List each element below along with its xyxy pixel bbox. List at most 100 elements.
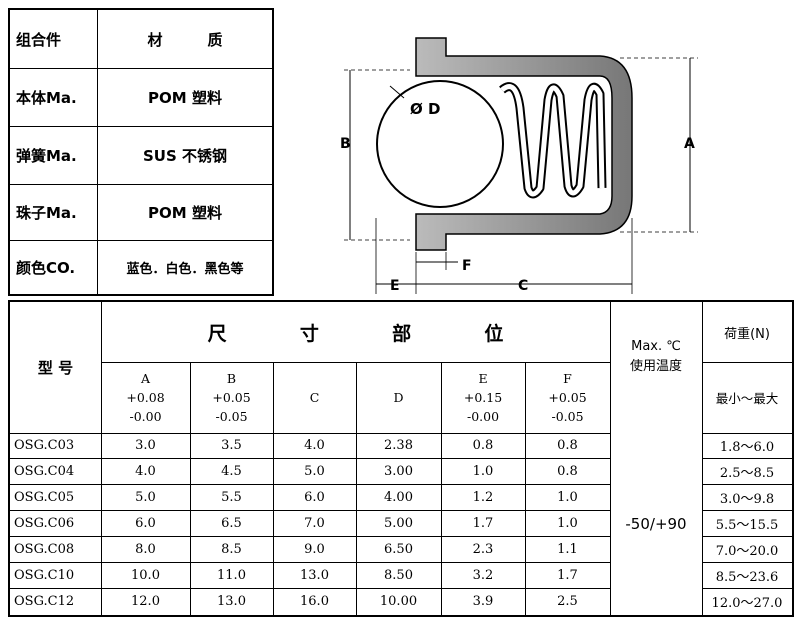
table-cell-c: 13.0	[300, 567, 329, 583]
dimension-header: 尺 寸 部 位	[101, 302, 610, 362]
table-cell-f: 0.8	[557, 438, 578, 453]
table-cell-model: OSG.C08	[14, 541, 75, 557]
material-header: 材 质	[147, 30, 223, 49]
table-cell-f: 0.8	[557, 463, 578, 479]
dim-label-c: C	[518, 278, 528, 294]
table-cell-model: OSG.C06	[14, 515, 75, 531]
material-value: 蓝色．白色．黑色等	[126, 262, 244, 277]
load-header: 荷重(N)	[724, 326, 770, 342]
table-cell-b: 13.0	[217, 594, 246, 609]
table-cell-d: 3.00	[384, 463, 413, 479]
table-cell-model: OSG.C10	[14, 567, 75, 583]
table-cell-a: 3.0	[135, 438, 156, 453]
table-cell-load: 2.5～8.5	[719, 465, 775, 481]
dimension-header-char: 位	[484, 322, 504, 345]
table-cell-b: 6.5	[221, 515, 242, 531]
column-header-a: A+0.08-0.00	[126, 371, 165, 424]
table-cell-load: 1.8～6.0	[719, 440, 775, 455]
table-cell-d: 8.50	[384, 567, 413, 583]
body-shell	[415, 37, 633, 251]
table-cell-a: 8.0	[135, 541, 156, 557]
table-cell-c: 6.0	[304, 489, 325, 505]
material-table: 组合件 材 质 本体Ma. POM 塑料 弹簧Ma. SUS 不锈钢 珠子Ma.…	[8, 8, 274, 296]
material-row: 珠子Ma. POM 塑料	[10, 185, 272, 240]
table-cell-f: 1.0	[557, 515, 578, 531]
dim-label-f: F	[462, 258, 472, 274]
table-cell-a: 10.0	[131, 567, 160, 583]
table-cell-c: 9.0	[304, 541, 325, 557]
material-row: 本体Ma. POM 塑料	[10, 69, 272, 126]
dimension-header-char: 尺	[207, 322, 227, 345]
table-cell-d: 2.38	[384, 438, 413, 453]
table-cell-f: 1.1	[557, 541, 578, 557]
material-row: 颜色CO. 蓝色．白色．黑色等	[10, 241, 272, 294]
table-cell-b: 11.0	[217, 567, 246, 583]
temperature-header: Max. ℃ 使用温度	[610, 322, 702, 392]
dim-label-a: A	[684, 136, 695, 152]
table-cell-load: 8.5～23.6	[715, 569, 779, 585]
table-cell-e: 1.2	[472, 489, 494, 505]
table-cell-model: OSG.C04	[14, 463, 75, 479]
load-subheader: 最小～最大	[715, 391, 779, 406]
table-cell-f: 1.7	[557, 567, 578, 583]
table-cell-model: OSG.C03	[14, 438, 75, 453]
table-cell-a: 12.0	[131, 594, 160, 609]
column-header-f: F+0.05-0.05	[548, 371, 587, 424]
column-header-c: C	[309, 390, 320, 405]
spec-table: 型 号 尺 寸 部 位 Max. ℃ 使用温度 荷重(N) 最小～最大 A+0.…	[8, 300, 794, 617]
table-cell-a: 6.0	[135, 515, 156, 531]
table-cell-model: OSG.C05	[14, 489, 75, 505]
dim-label-b: B	[340, 136, 351, 152]
table-cell-b: 4.5	[221, 463, 242, 479]
table-cell-c: 4.0	[304, 438, 325, 453]
plunger-diagram: Ø D B A E C F	[340, 37, 698, 294]
component-header: 组合件	[10, 10, 98, 68]
table-cell-e: 0.8	[472, 438, 494, 453]
table-cell-load: 5.5～15.5	[715, 517, 779, 533]
column-header-b: B+0.05-0.05	[212, 371, 251, 424]
material-row: 弹簧Ma. SUS 不锈钢	[10, 127, 272, 184]
model-header: 型 号	[37, 359, 74, 377]
table-cell-f: 1.0	[557, 489, 578, 505]
dimension-header-char: 寸	[299, 322, 319, 345]
component-label: 弹簧Ma.	[10, 127, 98, 184]
column-header-e: E+0.15-0.00	[463, 371, 503, 424]
material-value: POM 塑料	[148, 89, 222, 107]
component-label: 颜色CO.	[10, 241, 98, 294]
material-value: SUS 不锈钢	[142, 147, 227, 165]
table-cell-c: 16.0	[300, 594, 329, 609]
temperature-value: -50/+90	[625, 515, 687, 533]
table-cell-load: 3.0～9.8	[719, 491, 775, 507]
table-cell-e: 3.9	[472, 594, 494, 609]
component-label: 本体Ma.	[10, 69, 98, 126]
dim-label-e: E	[390, 278, 400, 294]
dimension-header-char: 部	[392, 322, 412, 345]
table-cell-f: 2.5	[557, 594, 578, 609]
material-value: POM 塑料	[148, 204, 222, 222]
table-cell-model: OSG.C12	[14, 594, 75, 609]
table-cell-e: 1.7	[472, 515, 494, 531]
table-cell-b: 5.5	[221, 489, 242, 505]
dim-label-d: Ø D	[410, 100, 440, 118]
table-cell-b: 8.5	[221, 541, 242, 557]
ball	[376, 80, 504, 208]
material-header-row: 组合件 材 质	[10, 10, 272, 68]
component-label: 珠子Ma.	[10, 185, 98, 240]
table-cell-load: 12.0～27.0	[711, 596, 783, 611]
table-cell-a: 4.0	[135, 463, 156, 479]
table-cell-e: 3.2	[472, 567, 494, 583]
table-cell-b: 3.5	[221, 438, 242, 453]
column-header-d: D	[393, 390, 404, 405]
table-cell-d: 10.00	[379, 594, 418, 609]
table-cell-d: 4.00	[384, 489, 413, 505]
table-cell-load: 7.0～20.0	[715, 543, 779, 559]
table-cell-a: 5.0	[135, 489, 156, 505]
temperature-header-line: Max. ℃	[631, 339, 681, 354]
table-cell-e: 1.0	[472, 463, 494, 479]
table-cell-c: 7.0	[304, 515, 325, 531]
table-cell-d: 5.00	[384, 515, 413, 531]
table-cell-d: 6.50	[384, 541, 413, 557]
temperature-header-line: 使用温度	[629, 359, 682, 374]
table-cell-c: 5.0	[304, 463, 325, 479]
table-cell-e: 2.3	[472, 541, 494, 557]
